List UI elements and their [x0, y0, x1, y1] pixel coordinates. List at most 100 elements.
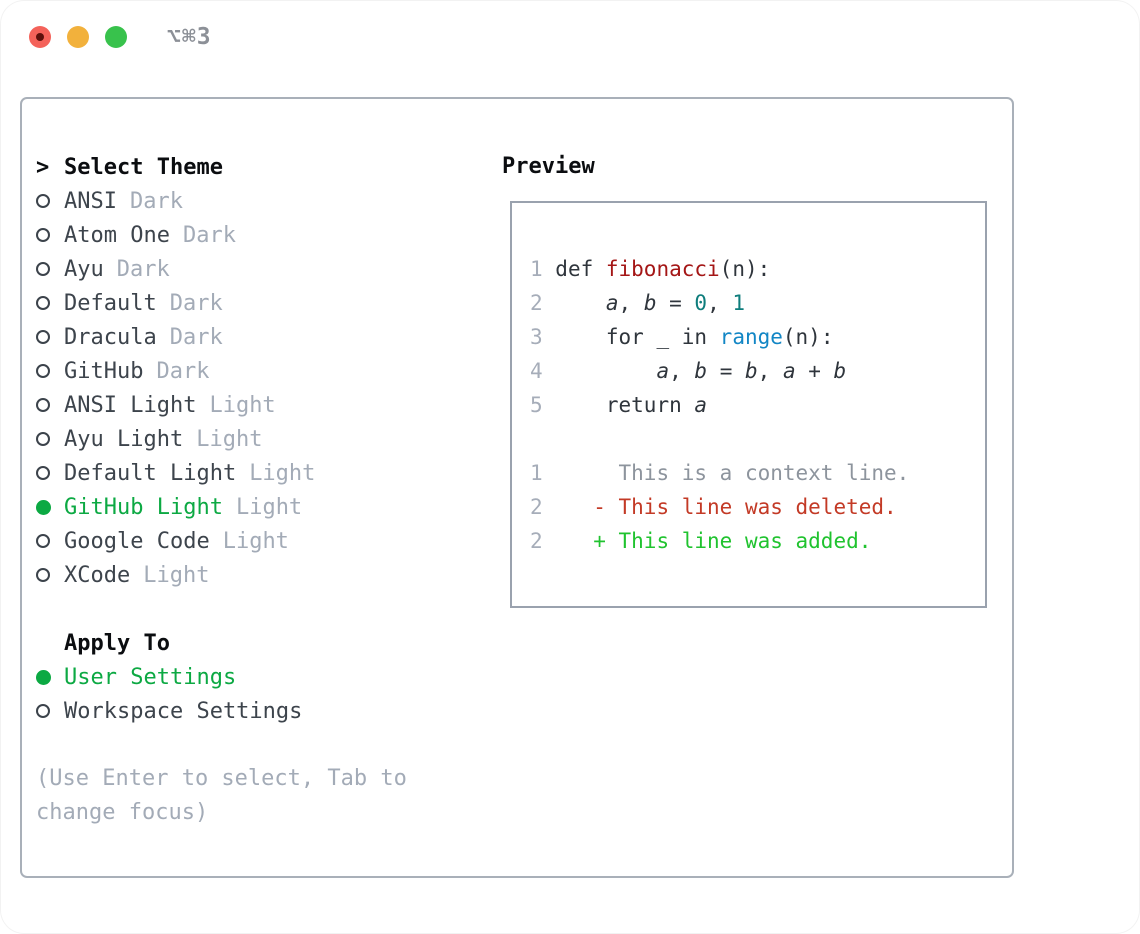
code-line: 5 return a [530, 388, 985, 422]
marker-col [36, 364, 64, 378]
radio-unselected-icon[interactable] [36, 568, 50, 582]
variant-badge: Dark [169, 324, 223, 350]
apply-to-header: Apply To [36, 626, 500, 660]
radio-unselected-icon[interactable] [36, 194, 50, 208]
radio-unselected-icon[interactable] [36, 432, 50, 446]
code-token: (n): [782, 325, 834, 349]
code-token: , [618, 291, 644, 315]
marker-col [36, 466, 64, 480]
code-token: b [694, 359, 708, 383]
preview-column: Preview 1 def fibonacci(n):2 a, b = 0, 1… [500, 99, 1012, 876]
variant-badge: Light [249, 460, 316, 486]
marker-col [36, 568, 64, 582]
code-token: This is a context line. [555, 461, 910, 485]
marker-col [36, 534, 64, 548]
zoom-button[interactable] [105, 26, 127, 48]
variant-badge: Dark [129, 188, 183, 214]
option-label: GitHub Light [64, 494, 223, 520]
close-button[interactable] [29, 26, 51, 48]
marker-col [36, 296, 64, 310]
option-label: User Settings [64, 664, 237, 690]
code-token: - This line was deleted. [555, 495, 897, 519]
code-line [530, 422, 985, 456]
code-token: + [795, 359, 834, 383]
preview-title: Preview [502, 154, 595, 179]
code-line: 2 + This line was added. [530, 524, 985, 558]
apply-option-row[interactable]: Workspace Settings [36, 694, 500, 728]
marker-col [36, 398, 64, 412]
code-token [555, 291, 606, 315]
code-token: a [605, 291, 619, 315]
code-token: b [643, 291, 657, 315]
code-token: + This line was added. [555, 529, 872, 553]
code-token: = [656, 291, 695, 315]
code-line: 2 a, b = 0, 1 [530, 286, 985, 320]
radio-unselected-icon[interactable] [36, 466, 50, 480]
code-token: a [782, 359, 796, 383]
code-token: 5 [530, 393, 556, 417]
radio-unselected-icon[interactable] [36, 262, 50, 276]
code-line: 1 This is a context line. [530, 456, 985, 490]
marker-col [36, 499, 64, 515]
marker-col [36, 228, 64, 242]
option-label: Ayu Light [64, 426, 184, 452]
title-bar: ⌥⌘3 [0, 0, 1140, 75]
radio-unselected-icon[interactable] [36, 534, 50, 548]
keyboard-hint: (Use Enter to select, Tab to change focu… [36, 766, 407, 825]
radio-unselected-icon[interactable] [36, 364, 50, 378]
theme-option-row[interactable]: ANSI Light Light [36, 388, 500, 422]
marker-col [36, 432, 64, 446]
radio-unselected-icon[interactable] [36, 330, 50, 344]
option-label: Dracula [64, 324, 157, 350]
radio-unselected-icon[interactable] [36, 398, 50, 412]
theme-option-row[interactable]: Ayu Dark [36, 252, 500, 286]
radio-selected-icon[interactable] [36, 669, 51, 685]
code-token: def [555, 257, 606, 281]
option-label: Default [64, 290, 157, 316]
option-label: Ayu [64, 256, 104, 282]
code-token: 2 [530, 529, 556, 553]
theme-option-row[interactable]: Dracula Dark [36, 320, 500, 354]
option-label: Default Light [64, 460, 237, 486]
code-line: 4 a, b = b, a + b [530, 354, 985, 388]
marker-col [36, 704, 64, 718]
variant-badge: Dark [116, 256, 170, 282]
code-token: 3 [530, 325, 556, 349]
code-token: fibonacci [605, 257, 720, 281]
code-line: 1 def fibonacci(n): [530, 252, 985, 286]
radio-unselected-icon[interactable] [36, 228, 50, 242]
radio-unselected-icon[interactable] [36, 704, 50, 718]
code-token: (n): [719, 257, 771, 281]
option-label: ANSI Light [64, 392, 197, 418]
marker-col [36, 194, 64, 208]
code-token: b [745, 359, 758, 383]
code-token: b [833, 359, 847, 383]
theme-option-row[interactable]: Default Light Light [36, 456, 500, 490]
apply-option-row[interactable]: User Settings [36, 660, 500, 694]
window-title: ⌥⌘3 [167, 24, 212, 50]
radio-unselected-icon[interactable] [36, 296, 50, 310]
minimize-button[interactable] [67, 26, 89, 48]
option-label: ANSI [64, 188, 117, 214]
code-line: 3 for _ in range(n): [530, 320, 985, 354]
theme-option-row[interactable]: ANSI Dark [36, 184, 500, 218]
radio-selected-icon[interactable] [36, 499, 51, 515]
marker-col [36, 262, 64, 276]
code-token: 2 [530, 495, 556, 519]
variant-badge: Light [209, 392, 276, 418]
code-token: , [707, 291, 733, 315]
code-token: range [719, 325, 783, 349]
